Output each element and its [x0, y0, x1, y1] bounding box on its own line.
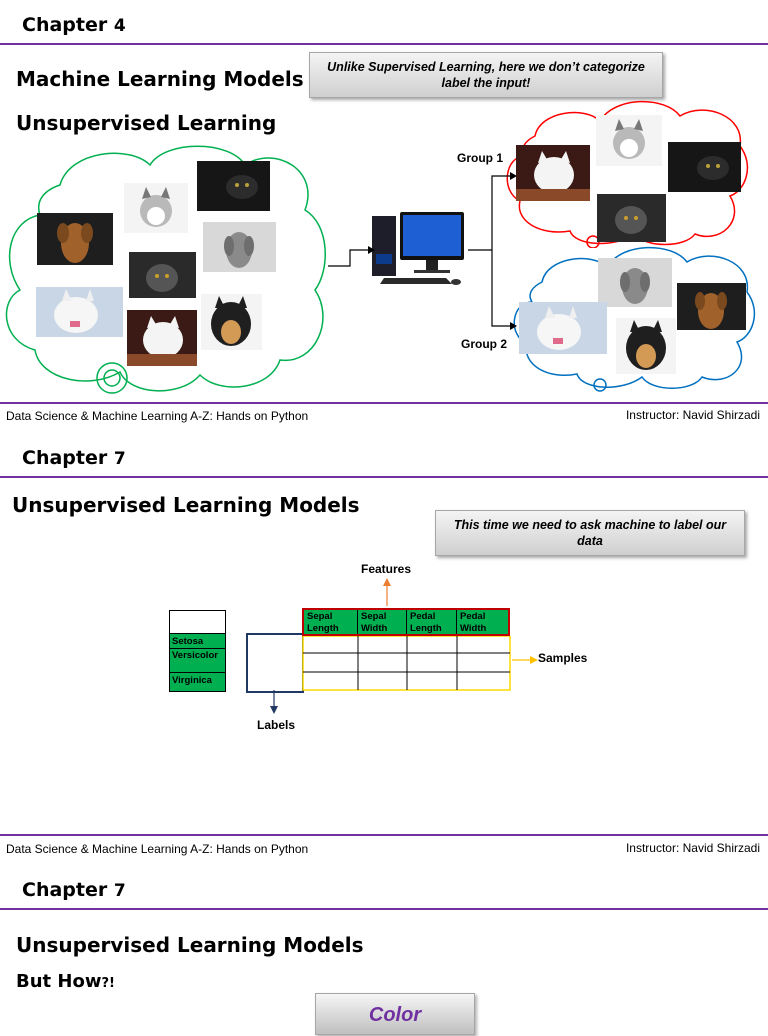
color-button[interactable]: Color — [315, 993, 475, 1035]
slide-title: Unsupervised Learning Models — [16, 933, 364, 957]
chapter-word: Chapter — [22, 447, 108, 469]
white-cat-photo — [127, 310, 197, 366]
labels-label: Labels — [257, 718, 296, 732]
class-list — [169, 633, 226, 692]
arrow-icon — [383, 578, 391, 606]
chapter-number: 4 — [113, 16, 126, 36]
computer-icon — [372, 212, 464, 285]
arrow-icon — [512, 656, 538, 664]
arrow-icon — [328, 172, 517, 330]
chapter-word: Chapter — [22, 879, 108, 901]
slide-subtitle: Unsupervised Learning — [16, 111, 277, 135]
callout-box: Unlike Supervised Learning, here we don’… — [309, 52, 663, 98]
group-2-label: Group 2 — [461, 337, 508, 351]
sample-rows — [302, 636, 511, 691]
dog-photo — [37, 213, 113, 265]
cat-photo — [596, 115, 662, 166]
chapter-word: Chapter — [22, 14, 108, 36]
slide-subtitle: But How?! — [16, 971, 115, 992]
slide-title: Unsupervised Learning Models — [12, 493, 360, 517]
arrow-icon — [270, 690, 278, 714]
column-sepal-width: Sepal Width — [358, 610, 407, 634]
chapter-heading: Chapter 7 — [22, 447, 126, 469]
subtitle-suffix: ?! — [101, 976, 115, 991]
footer-instructor: Instructor: Navid Shirzadi — [625, 408, 760, 422]
footer-instructor: Instructor: Navid Shirzadi — [625, 841, 760, 855]
features-label: Features — [361, 562, 412, 576]
husky-photo — [616, 318, 676, 374]
cat-photo — [124, 183, 188, 233]
labels-box — [246, 633, 304, 693]
dog-photo — [677, 283, 746, 330]
class-versicolor: Versicolor — [172, 650, 218, 661]
divider-line — [0, 834, 768, 836]
divider-line — [0, 476, 768, 478]
subtitle-text: But How — [16, 971, 102, 992]
callout-box: This time we need to ask machine to labe… — [435, 510, 745, 556]
column-pedal-length: Pedal Length — [407, 610, 457, 634]
divider-line — [0, 43, 768, 45]
black-cat-photo — [197, 161, 270, 211]
chapter-heading: Chapter 4 — [22, 14, 126, 36]
group-1-label: Group 1 — [457, 151, 504, 165]
chapter-heading: Chapter 7 — [22, 879, 126, 901]
grey-cat-photo — [597, 194, 666, 242]
white-cat-photo — [516, 145, 590, 201]
divider-line — [0, 908, 768, 910]
white-dog-photo — [36, 287, 123, 337]
samples-label: Samples — [538, 651, 588, 665]
weimaraner-photo — [203, 222, 276, 272]
class-header-cell — [169, 610, 226, 634]
class-setosa: Setosa — [172, 636, 204, 647]
chapter-number: 7 — [113, 881, 126, 901]
chapter-number: 7 — [113, 449, 126, 469]
footer-course: Data Science & Machine Learning A-Z: Han… — [6, 409, 309, 423]
column-sepal-length: Sepal Length — [304, 610, 358, 634]
class-virginica: Virginica — [172, 675, 212, 686]
grey-cat-photo — [129, 252, 196, 298]
slide-title: Machine Learning Models — [16, 67, 304, 91]
husky-photo — [201, 294, 262, 350]
red-cloud — [506, 100, 749, 248]
column-pedal-width: Pedal Width — [457, 610, 508, 634]
weimaraner-photo — [598, 258, 672, 307]
black-cat-photo — [668, 142, 741, 192]
white-dog-photo — [519, 302, 607, 354]
footer-course: Data Science & Machine Learning A-Z: Han… — [6, 842, 309, 856]
divider-line — [0, 402, 768, 404]
